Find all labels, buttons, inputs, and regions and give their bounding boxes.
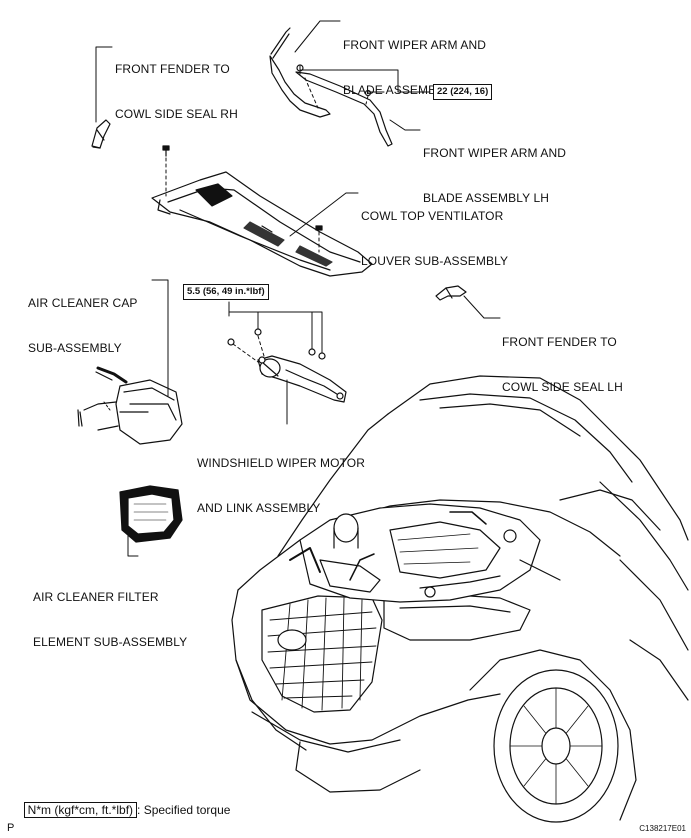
cowl-louver-part (151, 171, 373, 277)
label-line: FRONT FENDER TO (502, 335, 617, 349)
label-line: COWL TOP VENTILATOR (361, 209, 504, 223)
label-air-filter: AIR CLEANER FILTER ELEMENT SUB-ASSEMBLY (33, 560, 187, 665)
leader-air-cleaner-cap (151, 279, 169, 397)
figure-code: C138217E01 (639, 824, 686, 833)
leader-fender-lh (463, 295, 501, 319)
torque-bracket-5-5 (227, 301, 326, 363)
vehicle-front-illustration (231, 375, 689, 823)
leader-fender-rh (95, 46, 113, 123)
label-line: WINDSHIELD WIPER MOTOR (197, 456, 365, 470)
torque-box-wiper-arm: 22 (224, 16) (433, 84, 493, 100)
label-line: BLADE ASSEMBLY LH (423, 191, 549, 205)
label-line: ELEMENT SUB-ASSEMBLY (33, 635, 188, 649)
air-cleaner-cap-part (77, 366, 183, 445)
label-line: COWL SIDE SEAL LH (502, 380, 623, 394)
label-line: LOUVER SUB-ASSEMBLY (361, 254, 509, 268)
label-cowl-louver: COWL TOP VENTILATOR LOUVER SUB-ASSEMBLY (361, 179, 508, 284)
label-line: FRONT FENDER TO (115, 62, 230, 76)
cowl-screws (162, 145, 323, 253)
leader-air-filter (127, 529, 139, 557)
label-line: SUB-ASSEMBLY (28, 341, 122, 355)
label-line: FRONT WIPER ARM AND (423, 146, 567, 160)
fender-seal-rh-part (91, 119, 111, 149)
label-line: FRONT WIPER ARM AND (343, 38, 487, 52)
legend-key: N*m (kgf*cm, ft.*lbf) (23, 802, 138, 818)
legend-description: : Specified torque (137, 803, 231, 817)
label-line: AIR CLEANER FILTER (33, 590, 159, 604)
page-mark: P (7, 822, 15, 834)
label-wiper-arm-lh: FRONT WIPER ARM AND BLADE ASSEMBLY LH (423, 116, 566, 221)
torque-bracket-22 (299, 65, 431, 93)
air-filter-part (119, 485, 183, 543)
torque-box-wiper-motor: 5.5 (56, 49 in.*lbf) (183, 284, 269, 300)
wiper-motor-part (257, 355, 347, 403)
label-wiper-motor: WINDSHIELD WIPER MOTOR AND LINK ASSEMBLY (197, 426, 365, 531)
leader-wiper-lh (389, 119, 421, 131)
label-line: AND LINK ASSEMBLY (197, 501, 321, 515)
label-fender-seal-rh: FRONT FENDER TO COWL SIDE SEAL RH (115, 32, 238, 137)
leader-wiper-rh (294, 20, 341, 53)
fender-seal-lh-part (435, 285, 467, 301)
label-air-cleaner-cap: AIR CLEANER CAP SUB-ASSEMBLY (28, 266, 138, 371)
label-fender-seal-lh: FRONT FENDER TO COWL SIDE SEAL LH (502, 305, 623, 410)
leader-cowl (289, 192, 359, 237)
label-line: AIR CLEANER CAP (28, 296, 138, 310)
torque-legend: N*m (kgf*cm, ft.*lbf): Specified torque (17, 788, 230, 818)
label-line: COWL SIDE SEAL RH (115, 107, 238, 121)
